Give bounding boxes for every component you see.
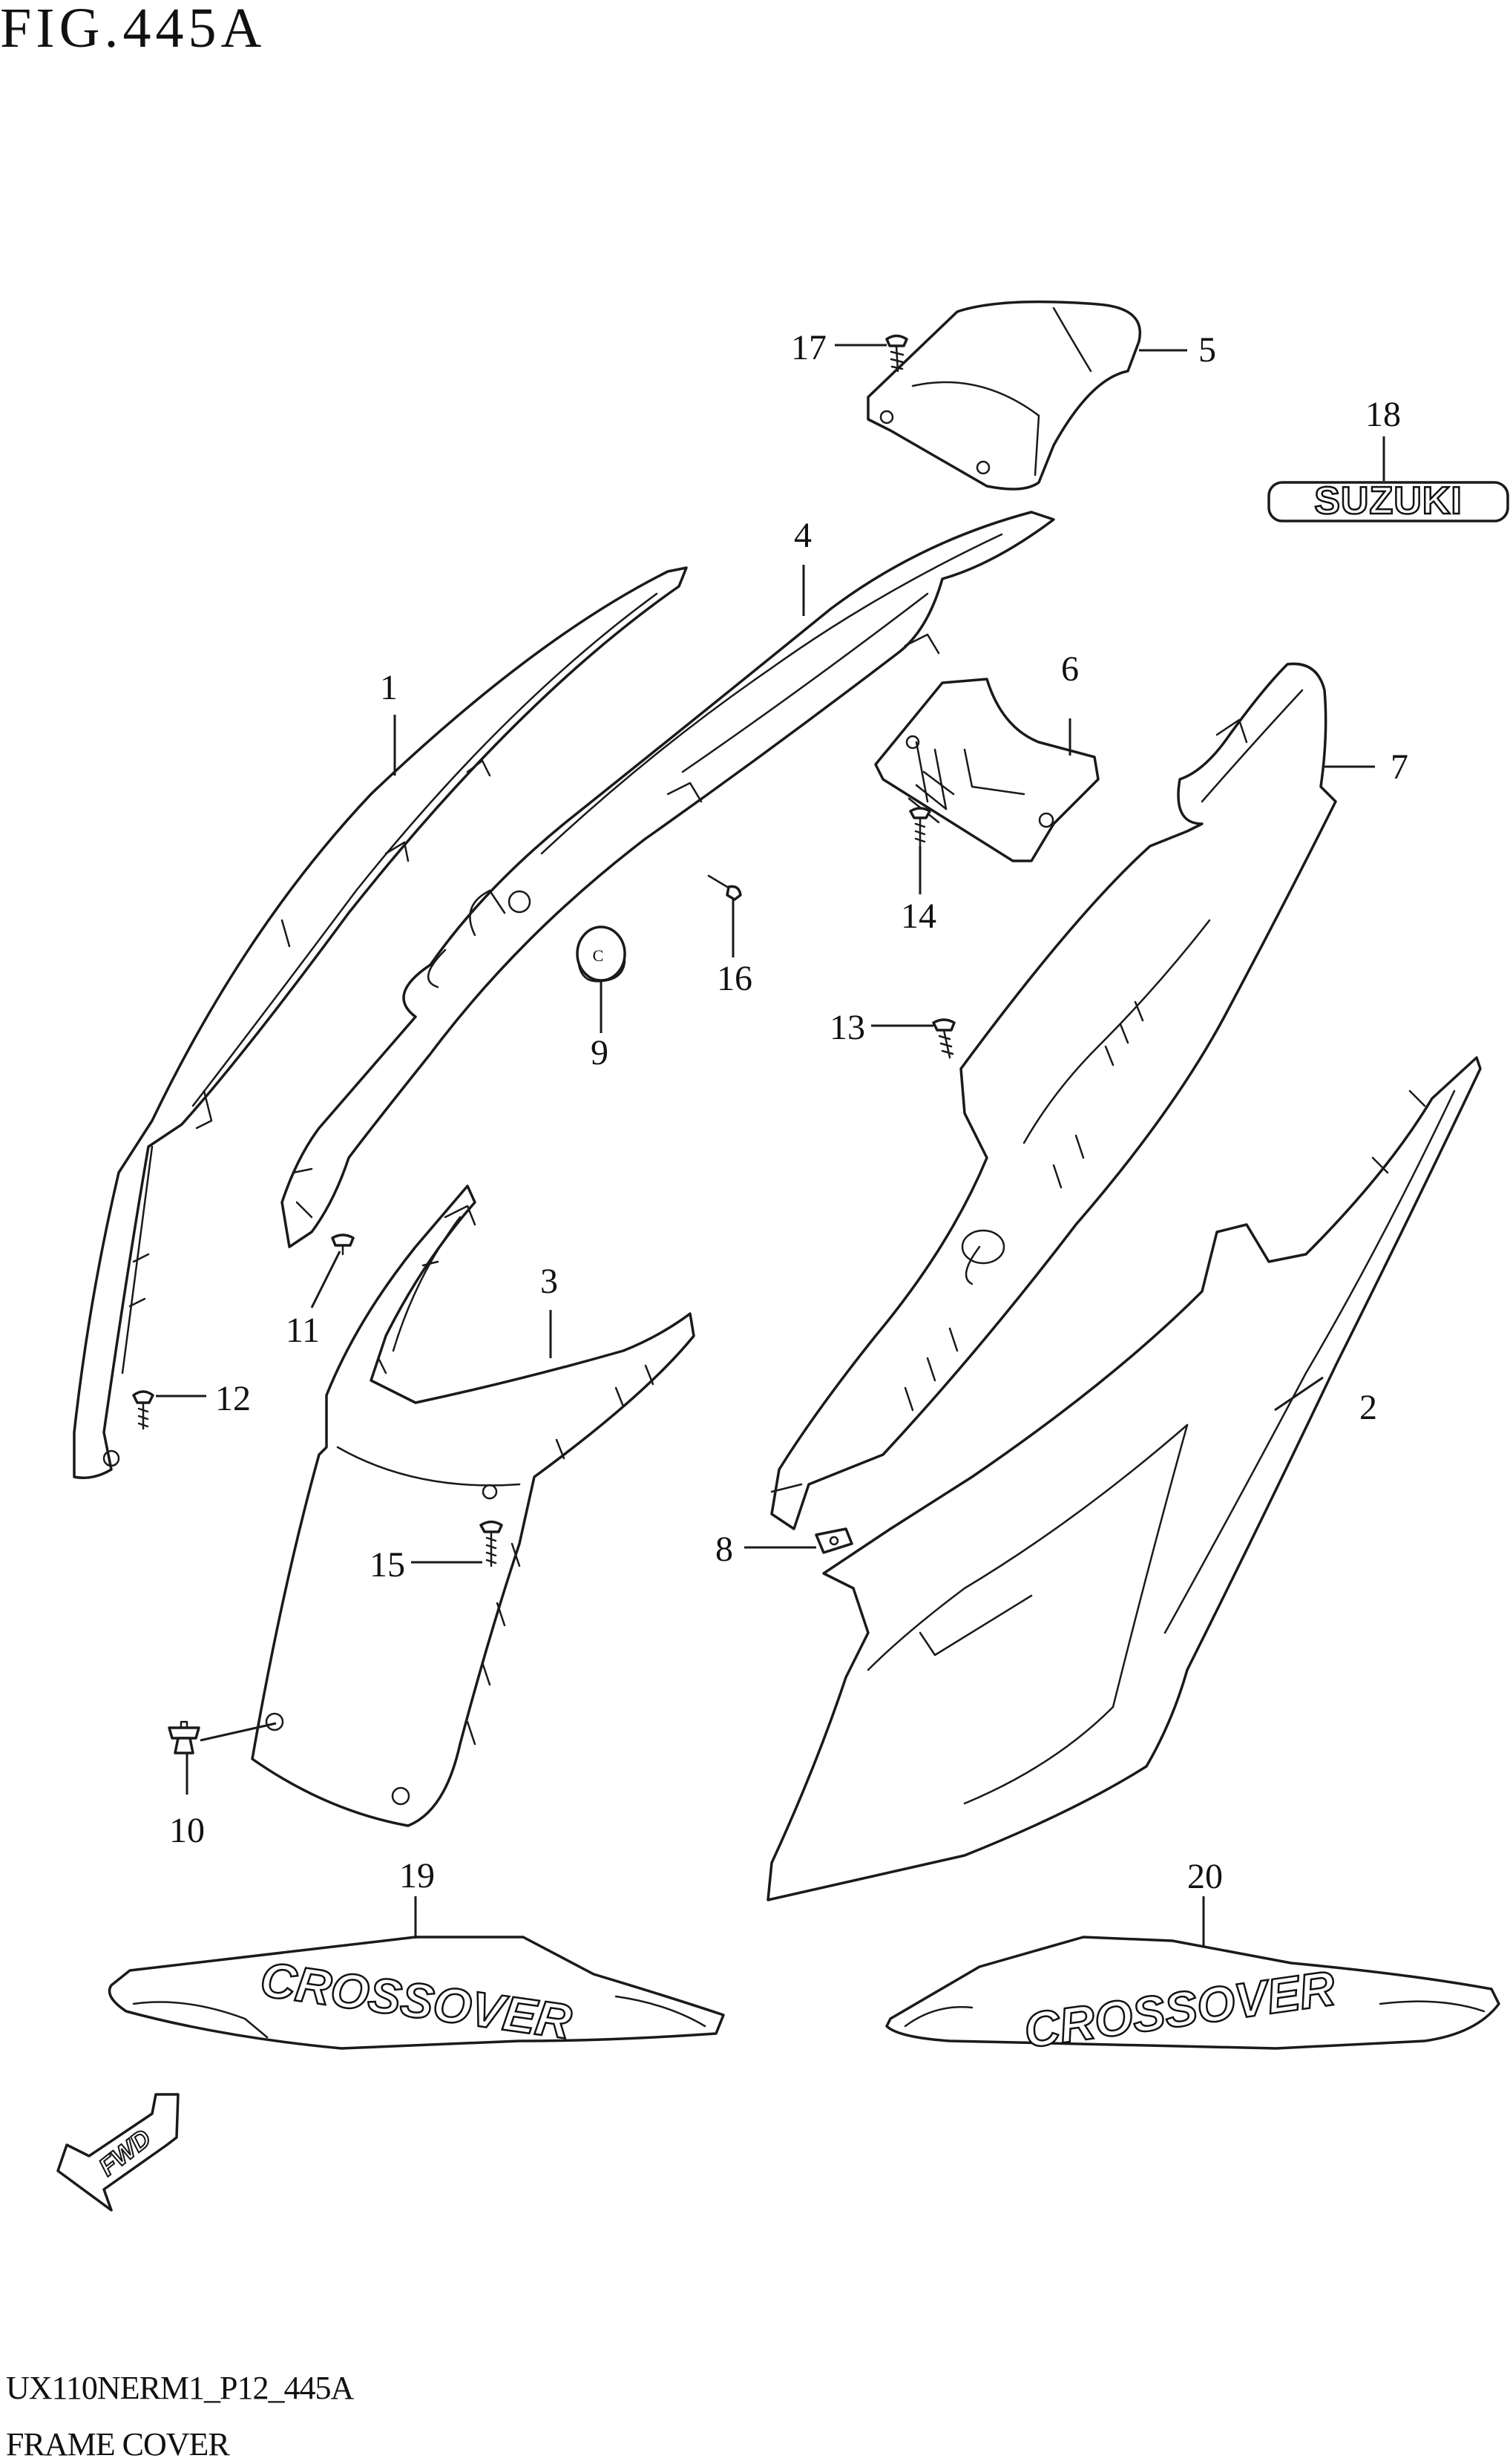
svg-text:C: C — [593, 946, 604, 965]
callout-10: 10 — [169, 1811, 205, 1850]
part-4-inner-rail — [280, 511, 1055, 1248]
part-7-right-frame-cover — [770, 662, 1337, 1530]
part-11-screw — [331, 1233, 355, 1256]
part-8-clip — [815, 1527, 853, 1554]
callout-17: 17 — [791, 328, 827, 367]
part-12-screw — [132, 1390, 154, 1430]
callout-13: 13 — [830, 1008, 865, 1047]
callout-1: 1 — [380, 668, 398, 707]
figure-title: FIG.445A — [0, 0, 266, 59]
callout-3: 3 — [540, 1262, 558, 1301]
callout-6: 6 — [1061, 649, 1079, 689]
part-13-screw — [932, 1018, 956, 1059]
callout-7: 7 — [1391, 747, 1408, 787]
callout-20: 20 — [1187, 1857, 1223, 1896]
callout-14: 14 — [901, 897, 936, 936]
part-2-side-body-cover — [767, 1056, 1482, 1901]
callout-19: 19 — [399, 1856, 435, 1895]
part-19-left-decal: CROSSOVER — [108, 1936, 725, 2050]
part-14-screw — [909, 807, 931, 848]
callout-15: 15 — [370, 1545, 405, 1585]
callout-12: 12 — [215, 1379, 251, 1418]
part-10-push-rivet — [168, 1720, 200, 1754]
callout-2: 2 — [1359, 1388, 1377, 1427]
part-18-suzuki-emblem: SUZUKI — [1267, 479, 1509, 523]
figure-name: FRAME COVER — [6, 2426, 230, 2463]
callout-8: 8 — [715, 1530, 733, 1569]
fwd-arrow-icon: FWD — [56, 2093, 180, 2212]
callout-11: 11 — [286, 1311, 320, 1350]
callout-4: 4 — [794, 516, 812, 555]
part-9-grommet: C — [576, 925, 626, 983]
part-3-under-cover — [251, 1185, 695, 1827]
part-1-upper-rail — [73, 566, 688, 1479]
callout-numbers: 1 2 3 4 5 6 7 8 9 10 11 12 13 14 15 16 1… — [169, 328, 1408, 1896]
callout-16: 16 — [717, 959, 752, 998]
suzuki-logo-text: SUZUKI — [1314, 479, 1463, 522]
callout-18: 18 — [1365, 395, 1401, 434]
figure-code: UX110NERM1_P12_445A — [6, 2370, 354, 2406]
part-5-rear-cap — [867, 300, 1141, 491]
callout-5: 5 — [1198, 330, 1216, 370]
part-20-right-decal: CROSSOVER — [885, 1936, 1500, 2059]
part-16-screw — [707, 874, 742, 901]
callout-9: 9 — [591, 1033, 608, 1072]
leader-lines — [156, 344, 1385, 1947]
part-6-bracket — [874, 678, 1100, 862]
part-17-screw — [885, 334, 908, 373]
part-15-screw — [479, 1520, 503, 1567]
